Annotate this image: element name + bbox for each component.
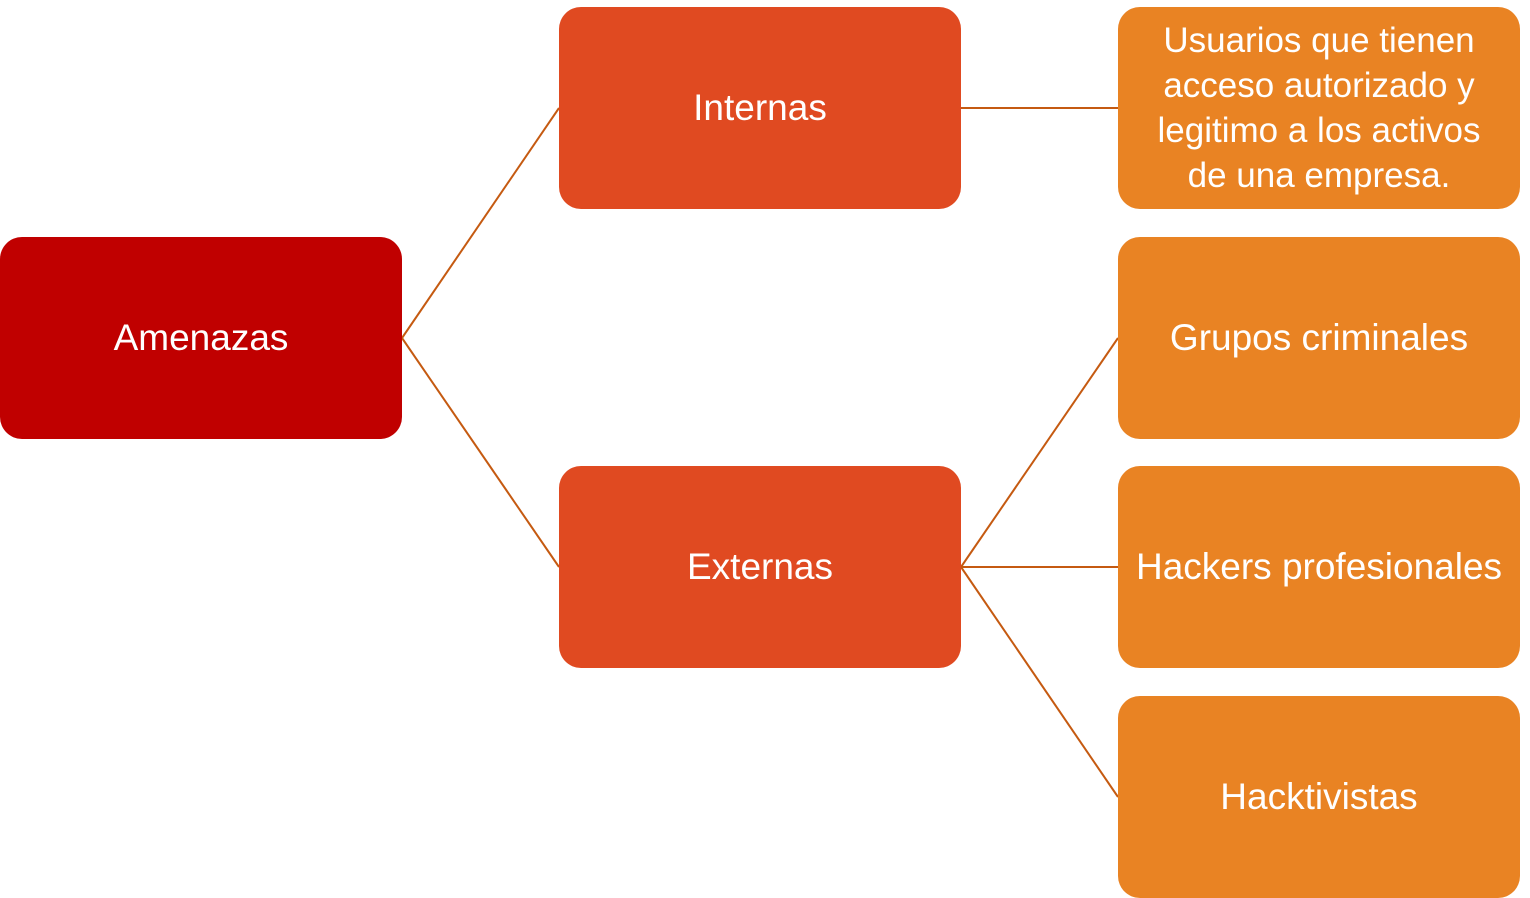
node-externas-label: Externas <box>686 546 833 587</box>
node-grupos-criminales: Grupos criminales <box>1118 237 1520 439</box>
node-usuarios-label: Usuarios que tienen acceso autorizado y … <box>1157 21 1481 195</box>
connector-amenazas-externas <box>401 337 560 568</box>
node-amenazas: Amenazas <box>0 237 402 439</box>
node-usuarios: Usuarios que tienen acceso autorizado y … <box>1118 7 1520 209</box>
node-internas: Internas <box>559 7 961 209</box>
connector-amenazas-internas <box>401 107 560 339</box>
node-amenazas-label: Amenazas <box>113 317 289 358</box>
node-internas-label: Internas <box>693 87 827 128</box>
node-hackers-profesionales: Hackers profesionales <box>1118 466 1520 668</box>
node-hackers-profesionales-label: Hackers profesionales <box>1135 546 1503 587</box>
node-externas: Externas <box>559 466 961 668</box>
node-hacktivistas: Hacktivistas <box>1118 696 1520 898</box>
node-hacktivistas-label: Hacktivistas <box>1220 776 1418 817</box>
node-grupos-criminales-label: Grupos criminales <box>1169 317 1469 358</box>
connector-externas-hacktivistas <box>960 566 1119 798</box>
connector-externas-grupos <box>960 337 1119 568</box>
